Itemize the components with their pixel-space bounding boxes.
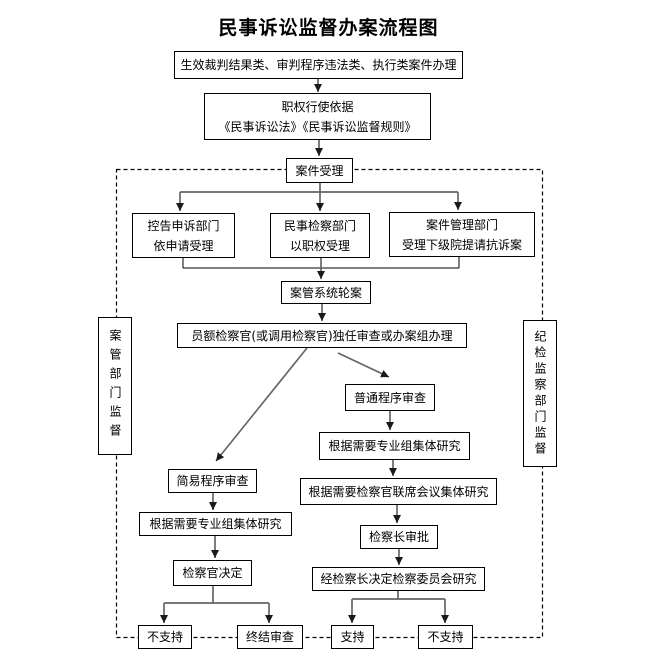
node-prosecutor-handling: 员额检察官(或调用检察官)独任审查或办案组办理 <box>177 323 467 348</box>
node-case-mgmt-dept: 案件管理部门 受理下级院提请抗诉案 <box>389 212 535 257</box>
arrow-to-normal-procedure <box>337 352 390 378</box>
node-simple-group-research: 根据需要专业组集体研究 <box>139 512 292 536</box>
node-case-acceptance: 案件受理 <box>286 158 353 183</box>
page-title: 民事诉讼监督办案流程图 <box>218 17 439 39</box>
node-chief-prosecutor-approval: 检察长审批 <box>360 525 438 549</box>
split-decision-line <box>164 586 269 604</box>
node-support: 支持 <box>331 625 374 649</box>
node-committee-research: 经检察长决定检察委员会研究 <box>312 567 485 591</box>
node-normal-group-research: 根据需要专业组集体研究 <box>319 432 470 460</box>
node-no-support-left: 不支持 <box>138 625 192 649</box>
node-case-rotation: 案管系统轮案 <box>281 281 371 304</box>
node-discipline-supervision: 纪检监察部门监督 <box>523 320 557 467</box>
node-normal-procedure: 普通程序审查 <box>345 384 435 411</box>
node-civil-dept: 民事检察部门 以职权受理 <box>270 213 370 258</box>
node-case-types: 生效裁判结果类、审判程序违法类、执行类案件办理 <box>174 51 463 79</box>
node-prosecutor-decision: 检察官决定 <box>173 560 252 586</box>
node-case-mgmt-supervision: 案管部门监督 <box>98 317 132 455</box>
node-simple-procedure: 简易程序审查 <box>168 469 257 493</box>
arrow-to-simple-procedure <box>215 347 308 462</box>
split-committee-line <box>352 591 445 600</box>
node-complaint-dept: 控告申诉部门 依申请受理 <box>132 213 235 258</box>
node-legal-basis: 职权行使依据 《民事诉讼法》《民事诉讼监督规则》 <box>204 93 431 140</box>
node-no-support-right: 不支持 <box>418 625 473 649</box>
node-joint-meeting-research: 根据需要检察官联席会议集体研究 <box>300 478 497 505</box>
node-end-review: 终结审查 <box>237 625 303 649</box>
split-acceptance-line <box>180 183 458 193</box>
